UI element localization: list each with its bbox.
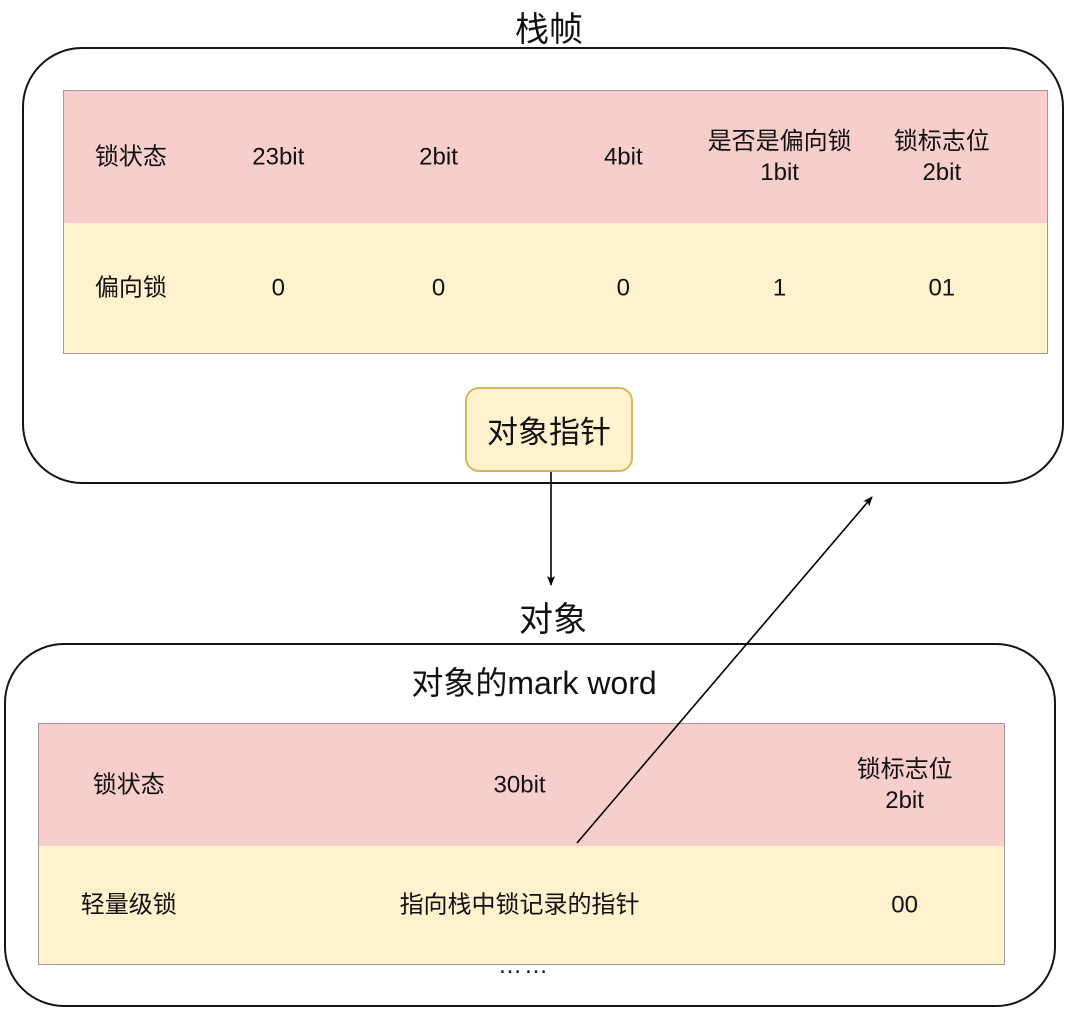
data-cell-2bit-value: 0 <box>431 274 446 302</box>
ellipsis-text: …… <box>498 952 550 979</box>
header-cell-lock-flag: 锁标志位 2bit <box>893 127 990 186</box>
object-pointer-box: 对象指针 <box>465 387 633 472</box>
data-cell-lightweight-lock: 轻量级锁 <box>80 891 177 919</box>
data-cell-biased-value: 1 <box>772 274 787 302</box>
data-cell-lock-record-pointer: 指向栈中锁记录的指针 <box>399 891 640 919</box>
header-cell-biased-flag: 是否是偏向锁 1bit <box>707 127 852 186</box>
data-cell-biased-lock: 偏向锁 <box>94 274 167 302</box>
mark-word-table: 锁状态 30bit 锁标志位 2bit 轻量级锁 指向栈中锁记录的指针 00 <box>38 723 1005 965</box>
header-cell-lock-flag: 锁标志位 2bit <box>856 755 953 814</box>
stack-frame-data-row: 偏向锁 0 0 0 1 01 <box>64 223 1047 353</box>
mark-word-title: 对象的mark word <box>411 665 657 701</box>
header-cell-30bit: 30bit <box>493 771 546 799</box>
mark-word-header-row: 锁状态 30bit 锁标志位 2bit <box>39 724 1004 846</box>
header-cell-2bit: 2bit <box>419 143 458 171</box>
data-cell-4bit-value: 0 <box>616 274 630 302</box>
header-cell-23bit: 23bit <box>252 143 305 171</box>
data-cell-23bit-value: 0 <box>271 274 285 302</box>
stack-frame-header-row: 锁状态 23bit 2bit 4bit 是否是偏向锁 1bit 锁标志位 2bi… <box>64 91 1047 223</box>
data-cell-flag-value: 00 <box>891 891 918 919</box>
header-cell-4bit: 4bit <box>603 143 643 171</box>
header-cell-lock-state: 锁状态 <box>94 143 167 171</box>
stack-frame-table: 锁状态 23bit 2bit 4bit 是否是偏向锁 1bit 锁标志位 2bi… <box>63 90 1048 354</box>
data-cell-flag-value: 01 <box>928 274 956 302</box>
mark-word-data-row: 轻量级锁 指向栈中锁记录的指针 00 <box>39 846 1004 964</box>
object-label: 对象 <box>519 601 587 639</box>
stack-frame-title: 栈帧 <box>515 11 583 49</box>
header-cell-lock-state: 锁状态 <box>92 771 165 799</box>
